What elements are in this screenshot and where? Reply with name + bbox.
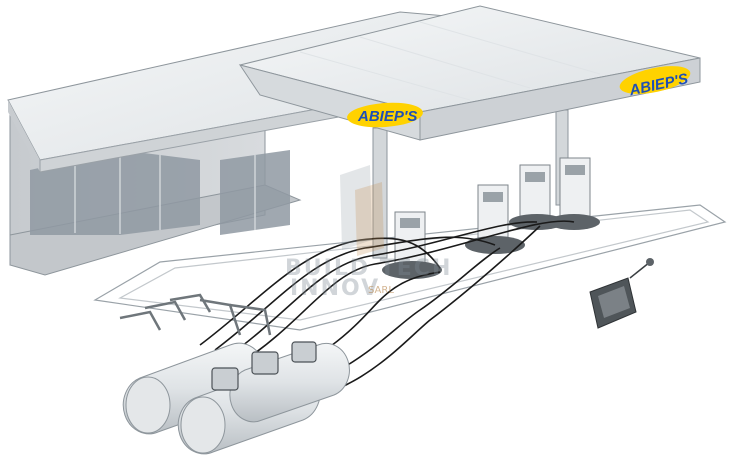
storage-tank-1	[122, 342, 266, 435]
vent-pipes	[119, 293, 272, 336]
canopy-sign-left: ABIEP'S	[347, 102, 423, 128]
tank-sumps	[211, 341, 317, 391]
storage-tank-3	[229, 342, 350, 423]
watermark-line1: BUILD TECH	[285, 256, 452, 281]
forecourt-outline	[93, 204, 727, 331]
kiosk-window	[30, 150, 200, 235]
watermark: BUILD TECH INNOV SARL	[285, 165, 452, 301]
control-panel	[589, 258, 654, 329]
dispenser-4	[548, 157, 600, 230]
watermark-suffix: SARL	[368, 285, 394, 296]
watermark-line2: INNOV	[290, 276, 380, 301]
canopy-sign-left-text: ABIEP'S	[357, 108, 417, 125]
canopy-grid	[299, 21, 601, 101]
